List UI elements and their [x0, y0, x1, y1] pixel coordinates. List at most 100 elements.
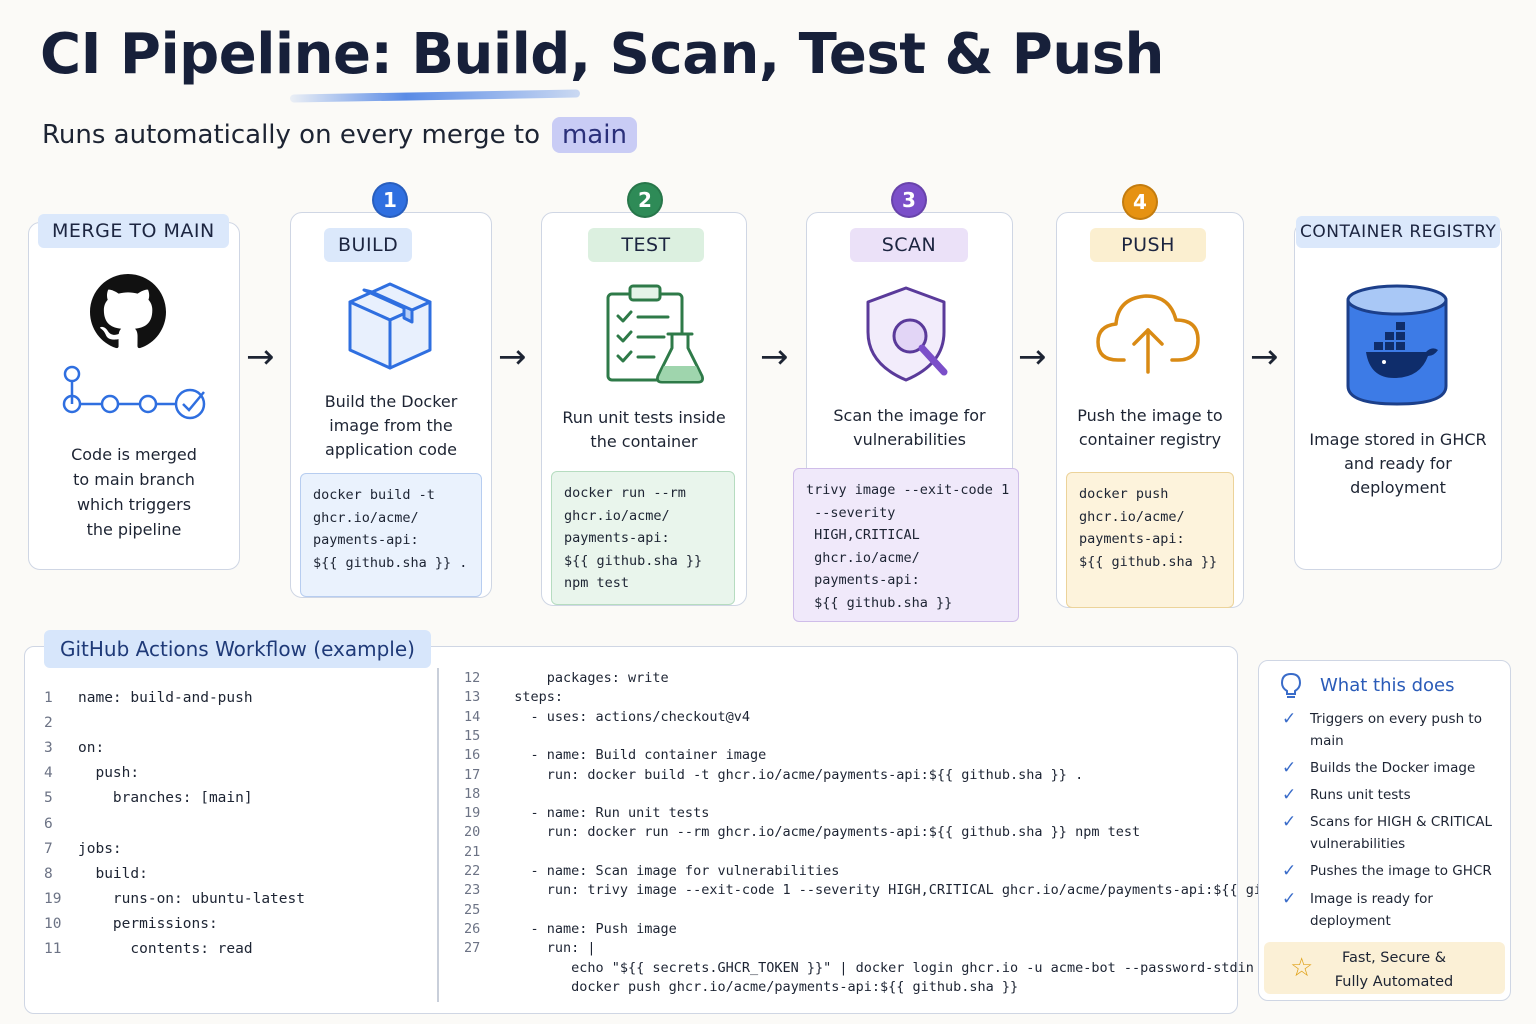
build-command: docker build -t ghcr.io/acme/ payments-a… [300, 473, 482, 597]
box-icon [342, 278, 438, 378]
merge-desc-line: the pipeline [86, 520, 182, 539]
push-desc: Push the image to container registry [1066, 404, 1234, 452]
line-number: 22 [464, 863, 481, 879]
branch-badge: main [551, 117, 637, 153]
line-number: 23 [464, 882, 481, 899]
star-icon: ☆ [1290, 953, 1314, 983]
line-number: 12 [464, 670, 481, 686]
scan-desc: Scan the image for vulnerabilities [816, 404, 1003, 452]
arrow-right-icon: → [246, 337, 275, 377]
code-line: 20 run: docker run --rm ghcr.io/acme/pay… [464, 822, 1140, 842]
code-line: 13 steps: [464, 687, 563, 707]
code-text: runs-on: ubuntu-latest [78, 890, 305, 907]
what-this-does-text: Runs unit tests [1310, 787, 1411, 803]
line-number: 15 [464, 727, 481, 744]
code-text: name: build-and-push [78, 690, 253, 706]
code-line: 19 - name: Run unit tests [464, 803, 709, 823]
merge-desc-line: Code is merged [71, 445, 197, 464]
code-line: 18 [464, 784, 498, 804]
line-number: 16 [464, 747, 481, 764]
push-label: PUSH [1090, 228, 1206, 262]
code-line: 17 run: docker build -t ghcr.io/acme/pay… [464, 765, 1083, 785]
line-number: 20 [464, 824, 481, 841]
check-icon: ✓ [1282, 758, 1297, 778]
build-desc: Build the Docker image from the applicat… [300, 390, 482, 462]
line-number: 19 [464, 805, 481, 822]
line-number: 5 [44, 790, 53, 807]
workflow-title: GitHub Actions Workflow (example) [44, 630, 431, 668]
test-command: docker run --rm ghcr.io/acme/ payments-a… [551, 471, 735, 605]
registry-desc-line: deployment [1350, 478, 1446, 497]
code-line: 15 [464, 726, 498, 746]
line-number: 7 [44, 840, 53, 857]
what-this-does-item: ✓Scans for HIGH & CRITICAL vulnerabiliti… [1282, 811, 1502, 855]
code-line: 27 run: | [464, 938, 596, 958]
docker-registry-icon [1344, 282, 1450, 412]
code-line: 25 [464, 900, 498, 920]
code-text: - name: Scan image for vulnerabilities [498, 863, 840, 879]
clipboard-flask-icon [604, 282, 706, 390]
code-text: echo "${{ secrets.GHCR_TOKEN }}" | docke… [498, 959, 1254, 976]
merge-label: MERGE TO MAIN [38, 214, 229, 248]
code-line: 14 - uses: actions/checkout@v4 [464, 707, 750, 727]
workflow-panel [24, 646, 1238, 1014]
line-number: 27 [464, 940, 481, 957]
code-text: permissions: [78, 915, 218, 932]
test-desc-line: the container [590, 432, 698, 451]
code-text: - name: Run unit tests [498, 805, 710, 822]
test-desc: Run unit tests inside the container [551, 406, 737, 454]
code-line: 8 build: [44, 864, 148, 884]
merge-desc: Code is merged to main branch which trig… [40, 442, 228, 542]
code-text: branches: [main] [78, 790, 253, 807]
code-text: - name: Build container image [498, 747, 767, 764]
what-this-does-item: ✓Triggers on every push to main [1282, 708, 1502, 752]
code-line: 19 runs-on: ubuntu-latest [44, 889, 305, 909]
footer-badge: ☆ [1264, 942, 1505, 994]
push-desc-line: container registry [1078, 430, 1222, 449]
scan-desc-line: Scan the image for [833, 406, 986, 425]
registry-desc: Image stored in GHCR and ready for deplo… [1304, 428, 1492, 500]
scan-command: trivy image --exit-code 1 --severity HIG… [793, 468, 1019, 622]
arrow-right-icon: → [760, 337, 789, 377]
footer-text: Fast, Secure & Fully Automated [1334, 950, 1454, 990]
scan-step-number: 3 [891, 182, 927, 218]
code-line: 12 packages: write [464, 668, 669, 688]
code-line: docker push ghcr.io/acme/payments-api:${… [464, 977, 1018, 997]
code-text: packages: write [498, 670, 669, 686]
check-icon: ✓ [1282, 812, 1297, 832]
line-number: 10 [44, 915, 62, 932]
shield-search-icon [860, 284, 960, 390]
code-text: - uses: actions/checkout@v4 [498, 708, 750, 725]
code-text: push: [78, 765, 140, 782]
title-underline [289, 89, 581, 103]
what-this-does-text: Triggers on every push to main [1310, 711, 1482, 749]
line-number: 25 [464, 901, 481, 918]
line-number: 8 [44, 865, 53, 882]
code-text: docker push ghcr.io/acme/payments-api:${… [498, 978, 1019, 995]
code-text: on: [78, 740, 105, 757]
scan-label: SCAN [850, 228, 968, 262]
code-line: echo "${{ secrets.GHCR_TOKEN }}" | docke… [464, 958, 1254, 978]
code-text: jobs: [78, 840, 122, 857]
code-line: 1 name: build-and-push [44, 688, 253, 708]
build-desc-line: application code [325, 440, 457, 459]
check-icon: ✓ [1282, 889, 1297, 909]
what-this-does-item: ✓Runs unit tests [1282, 784, 1502, 806]
code-text: build: [78, 865, 148, 882]
github-icon [90, 274, 166, 354]
code-line: 26 - name: Push image [464, 919, 677, 939]
what-this-does-item: ✓ Builds the Docker image [1282, 757, 1502, 779]
merge-desc-line: to main branch [73, 470, 195, 489]
code-text: run: trivy image --exit-code 1 --severit… [498, 882, 1352, 899]
code-text: - name: Push image [498, 920, 677, 937]
what-this-does-text: Pushes the image to GHCR [1310, 863, 1492, 879]
code-line: 6 [44, 814, 78, 834]
code-line: 4 push: [44, 763, 139, 783]
code-line: 11 contents: read [44, 939, 253, 959]
code-text: run: | [498, 940, 596, 957]
subtitle-text: Runs automatically on every merge to [42, 120, 540, 150]
build-desc-line: image from the [329, 416, 453, 435]
what-this-does-text: Builds the Docker image [1310, 760, 1476, 776]
line-number: 1 [44, 690, 53, 706]
